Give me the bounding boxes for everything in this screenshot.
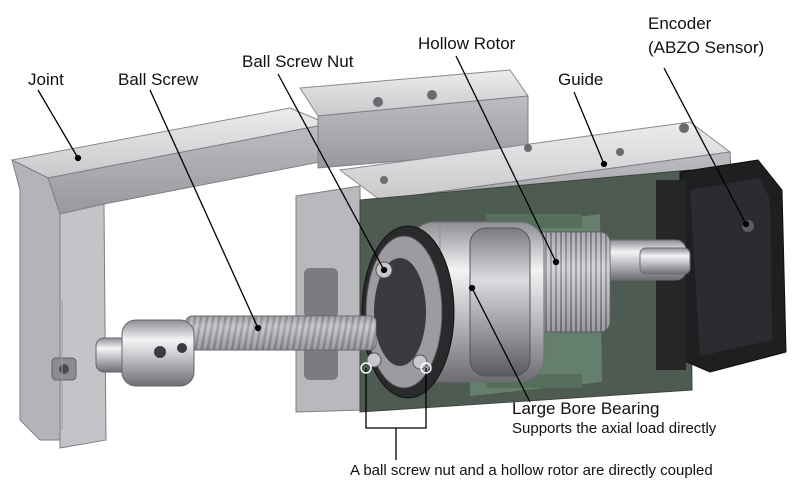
leader-joint — [37, 89, 79, 159]
leader-joint-dot — [74, 154, 82, 162]
label-encoder-sensor: (ABZO Sensor) — [648, 38, 765, 57]
leader-ball-screw-nut-dot — [380, 266, 388, 274]
encoder-sensor — [656, 159, 787, 373]
leader-large-bore-bearing — [471, 287, 531, 403]
leader-hollow-rotor-dot — [552, 258, 560, 266]
shaft — [599, 239, 691, 281]
leader-hollow-rotor — [455, 55, 557, 263]
leader-ball-screw — [149, 89, 259, 329]
leader-guide — [573, 91, 605, 165]
label-coupling-note: A ball screw nut and a hollow rotor are … — [350, 462, 713, 479]
label-ball-screw: Ball Screw — [118, 70, 199, 89]
label-bearing-note: Supports the axial load directly — [512, 420, 717, 437]
label-joint: Joint — [28, 70, 64, 89]
ball-screw-nut — [361, 225, 455, 399]
label-guide: Guide — [558, 70, 604, 89]
leader-ball-screw-dot — [254, 324, 262, 332]
leader-encoder-dot — [742, 220, 750, 228]
leader-encoder — [663, 67, 747, 225]
label-encoder: Encoder — [648, 14, 712, 33]
ball-screw — [185, 315, 377, 351]
leader-large-bore-bearing-dot — [468, 284, 476, 292]
leader-lines — [37, 55, 750, 460]
leader-ball-screw-nut — [277, 73, 385, 271]
label-large-bore-bearing: Large Bore Bearing — [512, 399, 660, 418]
joint-bracket — [10, 107, 331, 449]
label-ball-screw-nut: Ball Screw Nut — [242, 52, 354, 71]
coupling-point-rotor — [420, 362, 432, 374]
screw-coupling — [95, 319, 195, 387]
coupling-point-nut — [360, 362, 372, 374]
label-hollow-rotor: Hollow Rotor — [418, 34, 516, 53]
leader-guide-dot — [600, 160, 608, 168]
